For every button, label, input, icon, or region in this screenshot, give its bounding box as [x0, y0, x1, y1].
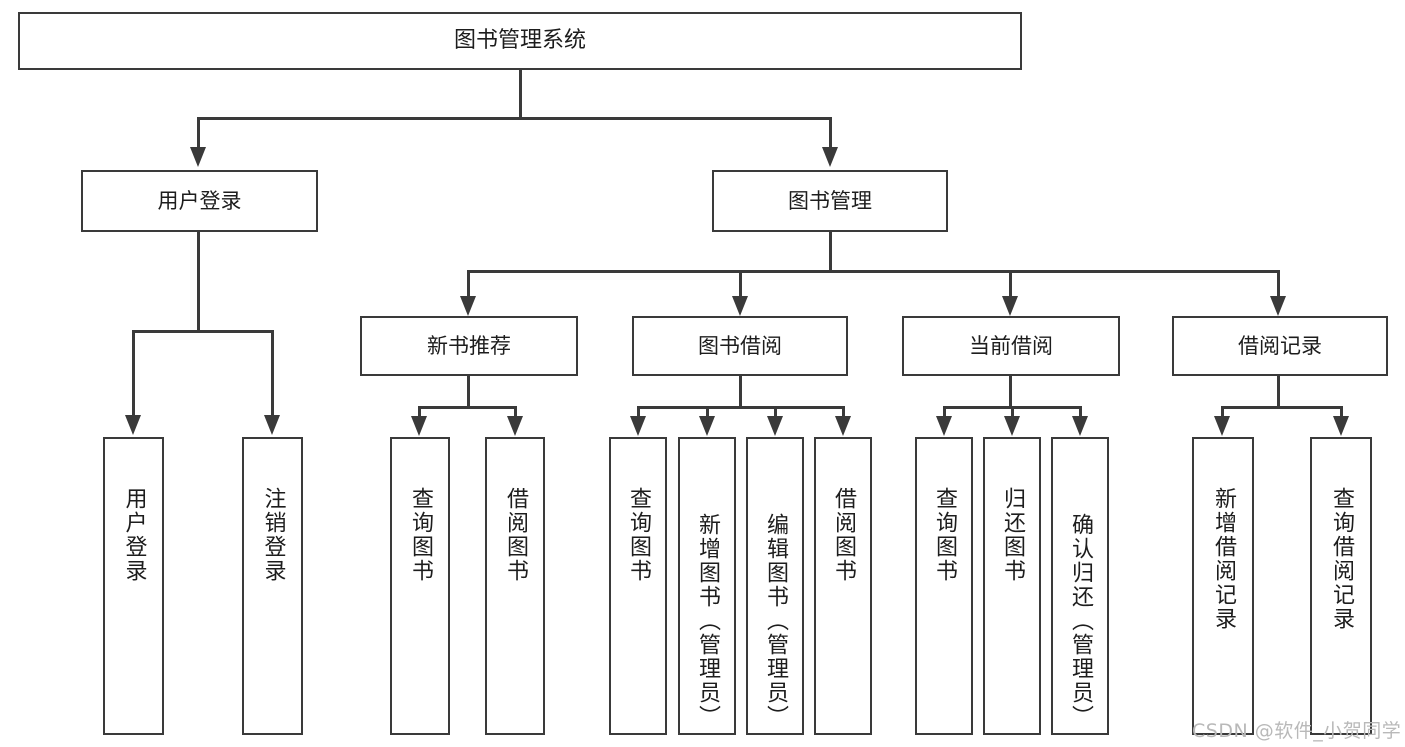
node-leaf-query-book-cur-label: 查询图书	[932, 487, 957, 583]
node-leaf-user-login-label: 用户登录	[121, 487, 147, 583]
node-leaf-query-book-rec-label: 查询图书	[408, 487, 433, 583]
node-user-login-label: 用户登录	[157, 188, 242, 213]
edge-book-management-stem	[829, 232, 832, 272]
arrowhead-leaf-query-book-rec	[411, 416, 427, 436]
edge-cb-to-leaf1	[943, 406, 946, 418]
edge-root-bus	[198, 117, 832, 120]
edge-cb-to-leaf3	[1079, 406, 1082, 418]
node-leaf-add-book-label: 新增图书（管理员）	[695, 513, 720, 729]
node-leaf-add-record-label: 新增借阅记录	[1211, 487, 1236, 631]
node-borrow-record[interactable]: 借阅记录	[1172, 316, 1388, 376]
arrowhead-leaf-add-record	[1214, 416, 1230, 436]
node-leaf-query-record-label: 查询借阅记录	[1329, 487, 1354, 631]
node-leaf-return-book-label: 归还图书	[1000, 487, 1025, 583]
node-book-management-label: 图书管理	[788, 188, 872, 213]
node-leaf-borrow-book-label: 借阅图书	[831, 487, 856, 583]
node-leaf-borrow-book[interactable]: 借阅图书	[814, 437, 872, 735]
arrowhead-user-login	[190, 147, 206, 167]
edge-book-management-bus	[467, 270, 1279, 273]
arrowhead-leaf-confirm-return	[1072, 416, 1088, 436]
arrowhead-leaf-return-book	[1004, 416, 1020, 436]
edge-bb-to-leaf1	[637, 406, 640, 418]
node-leaf-borrow-book-rec-label: 借阅图书	[503, 487, 528, 583]
edge-user-login-to-leaf2	[271, 330, 274, 417]
edge-root-to-book-management	[829, 117, 832, 149]
edge-book-borrow-bus	[637, 406, 843, 409]
node-leaf-query-book-borrow-label: 查询图书	[626, 487, 651, 583]
node-leaf-logout-label: 注销登录	[260, 487, 286, 583]
edge-root-to-user-login	[197, 117, 200, 149]
edge-root-stem	[519, 70, 522, 118]
edge-borrow-record-bus	[1221, 406, 1342, 409]
edge-cb-to-leaf2	[1011, 406, 1014, 418]
edge-book-borrow-stem	[739, 376, 742, 408]
arrowhead-leaf-logout	[264, 415, 280, 435]
node-new-book-recommend[interactable]: 新书推荐	[360, 316, 578, 376]
node-leaf-edit-book[interactable]: 编辑图书（管理员）	[746, 437, 804, 735]
edge-bb-to-leaf4	[842, 406, 845, 418]
node-leaf-query-book-borrow[interactable]: 查询图书	[609, 437, 667, 735]
node-borrow-record-label: 借阅记录	[1238, 333, 1322, 358]
edge-user-login-bus	[132, 330, 274, 333]
arrowhead-book-borrow	[732, 296, 748, 316]
arrowhead-leaf-borrow-book	[835, 416, 851, 436]
node-leaf-confirm-return[interactable]: 确认归还（管理员）	[1051, 437, 1109, 735]
edge-user-login-to-leaf1	[132, 330, 135, 417]
arrowhead-leaf-borrow-book-rec	[507, 416, 523, 436]
node-leaf-user-login[interactable]: 用户登录	[103, 437, 164, 735]
arrowhead-leaf-query-book-cur	[936, 416, 952, 436]
node-leaf-logout[interactable]: 注销登录	[242, 437, 303, 735]
node-leaf-edit-book-label: 编辑图书（管理员）	[763, 513, 788, 729]
node-book-management[interactable]: 图书管理	[712, 170, 948, 232]
edge-bm-to-new-book	[467, 270, 470, 298]
edge-bm-to-borrow-record	[1277, 270, 1280, 298]
node-current-borrow-label: 当前借阅	[969, 333, 1053, 358]
edge-nb-to-leaf1	[418, 406, 421, 418]
node-leaf-add-book[interactable]: 新增图书（管理员）	[678, 437, 736, 735]
node-user-login[interactable]: 用户登录	[81, 170, 318, 232]
arrowhead-leaf-user-login	[125, 415, 141, 435]
edge-user-login-stem	[197, 232, 200, 332]
node-root-label: 图书管理系统	[453, 28, 586, 54]
node-leaf-query-record[interactable]: 查询借阅记录	[1310, 437, 1372, 735]
node-leaf-return-book[interactable]: 归还图书	[983, 437, 1041, 735]
node-leaf-borrow-book-rec[interactable]: 借阅图书	[485, 437, 545, 735]
node-current-borrow[interactable]: 当前借阅	[902, 316, 1120, 376]
csdn-watermark: CSDN @软件_小贺同学	[1192, 720, 1402, 742]
edge-bb-to-leaf3	[774, 406, 777, 418]
arrowhead-leaf-query-book-borrow	[630, 416, 646, 436]
arrowhead-leaf-add-book	[699, 416, 715, 436]
node-root[interactable]: 图书管理系统	[18, 12, 1022, 70]
node-leaf-confirm-return-label: 确认归还（管理员）	[1068, 513, 1093, 729]
node-new-book-recommend-label: 新书推荐	[427, 333, 511, 358]
arrowhead-book-management	[822, 147, 838, 167]
node-leaf-query-book-cur[interactable]: 查询图书	[915, 437, 973, 735]
node-leaf-add-record[interactable]: 新增借阅记录	[1192, 437, 1254, 735]
edge-bm-to-book-borrow	[739, 270, 742, 298]
arrowhead-leaf-query-record	[1333, 416, 1349, 436]
edge-nb-to-leaf2	[514, 406, 517, 418]
edge-current-borrow-stem	[1009, 376, 1012, 408]
arrowhead-leaf-edit-book	[767, 416, 783, 436]
edge-bb-to-leaf2	[706, 406, 709, 418]
node-leaf-query-book-rec[interactable]: 查询图书	[390, 437, 450, 735]
edge-borrow-record-stem	[1277, 376, 1280, 408]
node-book-borrow[interactable]: 图书借阅	[632, 316, 848, 376]
edge-br-to-leaf2	[1340, 406, 1343, 418]
edge-bm-to-current-borrow	[1009, 270, 1012, 298]
arrowhead-borrow-record	[1270, 296, 1286, 316]
arrowhead-current-borrow	[1002, 296, 1018, 316]
edge-br-to-leaf1	[1221, 406, 1224, 418]
edge-new-book-stem	[467, 376, 470, 408]
arrowhead-new-book-recommend	[460, 296, 476, 316]
node-book-borrow-label: 图书借阅	[698, 333, 782, 358]
edge-new-book-bus	[418, 406, 517, 409]
